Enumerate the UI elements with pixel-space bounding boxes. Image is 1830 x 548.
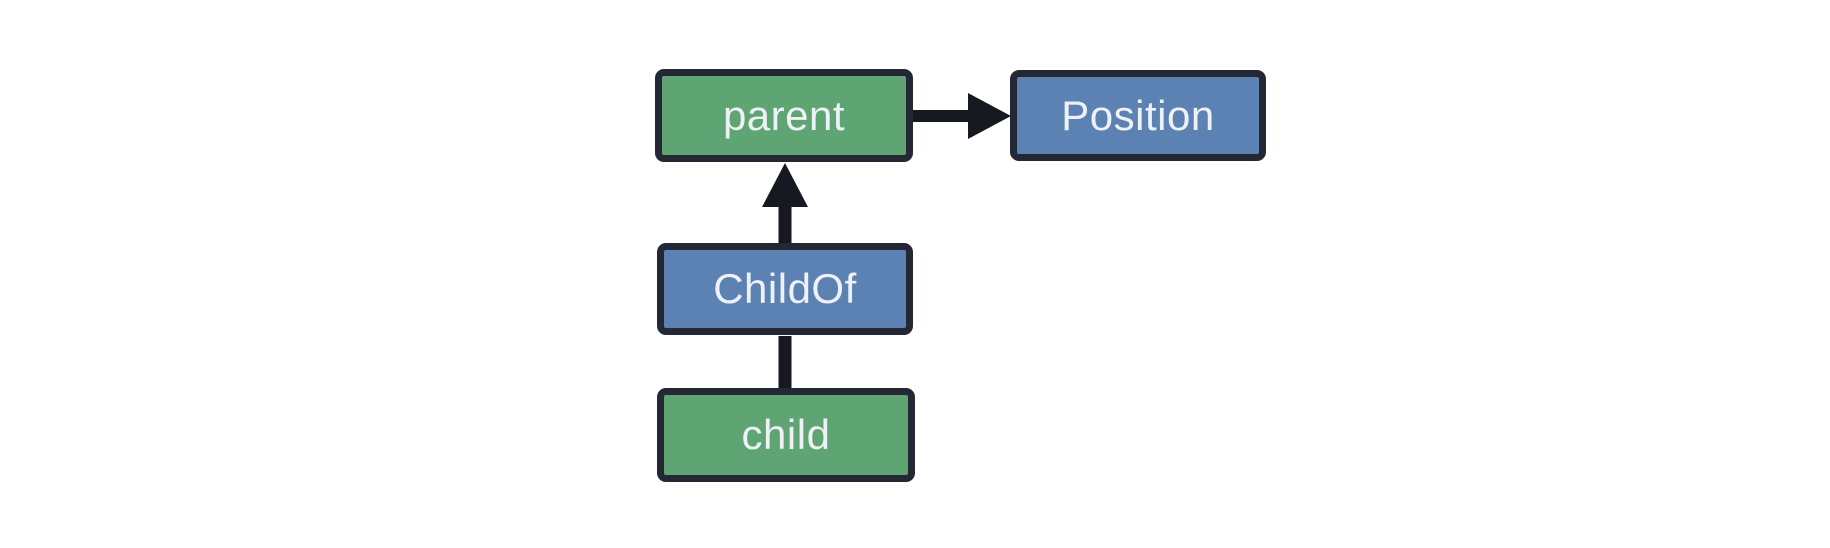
node-parent: parent bbox=[655, 69, 913, 162]
node-childof-label: ChildOf bbox=[713, 265, 857, 312]
node-position: Position bbox=[1010, 70, 1266, 161]
node-child: child bbox=[657, 388, 915, 482]
node-childof: ChildOf bbox=[657, 243, 913, 335]
edge-parent-position-arrowhead-icon bbox=[968, 93, 1011, 139]
node-parent-label: parent bbox=[722, 91, 846, 139]
node-position-label: Position bbox=[1061, 91, 1215, 139]
node-child-label: child bbox=[741, 411, 831, 458]
edge-childof-parent-arrowhead-icon bbox=[762, 163, 808, 207]
